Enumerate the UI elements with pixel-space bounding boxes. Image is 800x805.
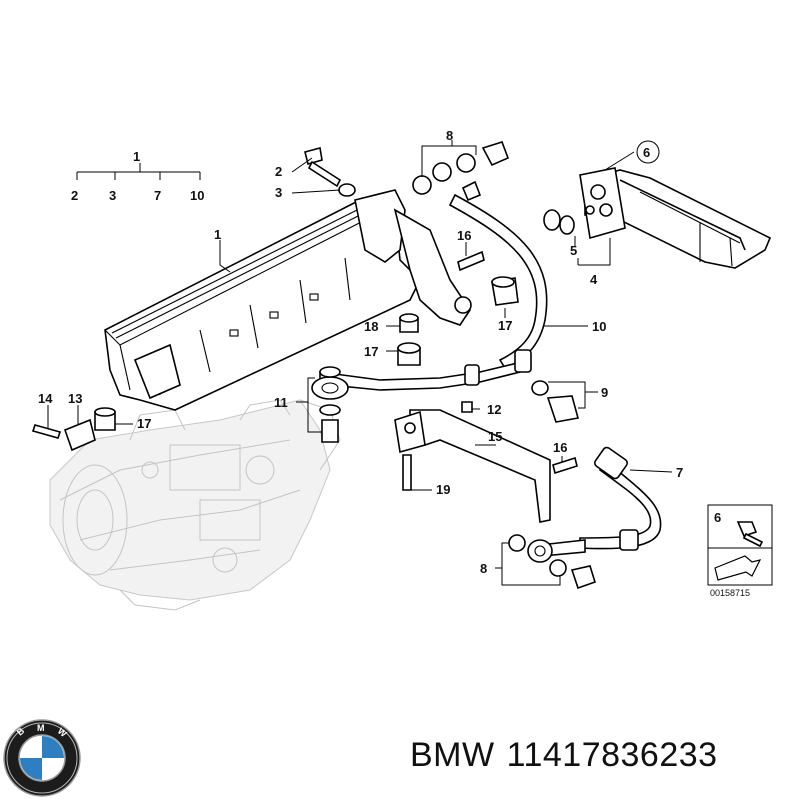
callout-1-top: 1 [133,149,140,164]
callout-11: 11 [274,395,288,410]
callout-8-top: 8 [446,128,453,143]
callout-1-cooler: 1 [214,227,221,242]
gearbox-ghost [49,399,341,611]
callout-6-circle [636,140,660,164]
bmw-logo: B M W [3,719,81,797]
small-parts [31,141,596,590]
callout-5: 5 [570,243,577,258]
callout-16-bottom: 16 [553,440,567,455]
callout-17-top: 17 [498,318,512,333]
callout-7: 7 [676,465,683,480]
thermostat-housing [543,167,772,269]
callout-17-mid: 17 [364,344,378,359]
callout-10-left: 10 [190,188,204,203]
callout-2: 2 [275,164,282,179]
callout-9: 9 [601,385,608,400]
callout-7-left: 7 [154,188,161,203]
callout-2-left: 2 [71,188,78,203]
brand-title: BMW 11417836233 [410,736,795,775]
callout-17-left: 17 [137,416,151,431]
callout-6-top: 6 [643,145,650,160]
part-number: 11417836233 [506,736,718,774]
svg-text:M: M [37,723,45,733]
leader-lines [47,140,673,586]
legend-callout-6: 6 [714,510,721,525]
callout-labels: 1 2 3 7 10 2 3 1 8 6 5 4 16 18 17 17 10 … [38,128,683,576]
callout-16-top: 16 [457,228,471,243]
callout-3: 3 [275,185,282,200]
diagram-id: 00158715 [710,588,750,598]
svg-text:B: B [15,725,27,737]
oil-lines [319,180,662,563]
oil-cooler [104,189,472,411]
callout-10-pipe: 10 [592,319,606,334]
callout-15: 15 [488,429,502,444]
callout-14: 14 [38,391,53,406]
callout-18: 18 [364,319,378,334]
callout-13: 13 [68,391,82,406]
brand-name: BMW [410,736,495,774]
callout-12: 12 [487,402,501,417]
legend-box: 6 00158715 [707,504,773,598]
legend-arrow-icon [714,555,762,581]
callout-19: 19 [436,482,450,497]
callout-8-bottom: 8 [480,561,487,576]
callout-3-left: 3 [109,188,116,203]
callout-4: 4 [590,272,598,287]
